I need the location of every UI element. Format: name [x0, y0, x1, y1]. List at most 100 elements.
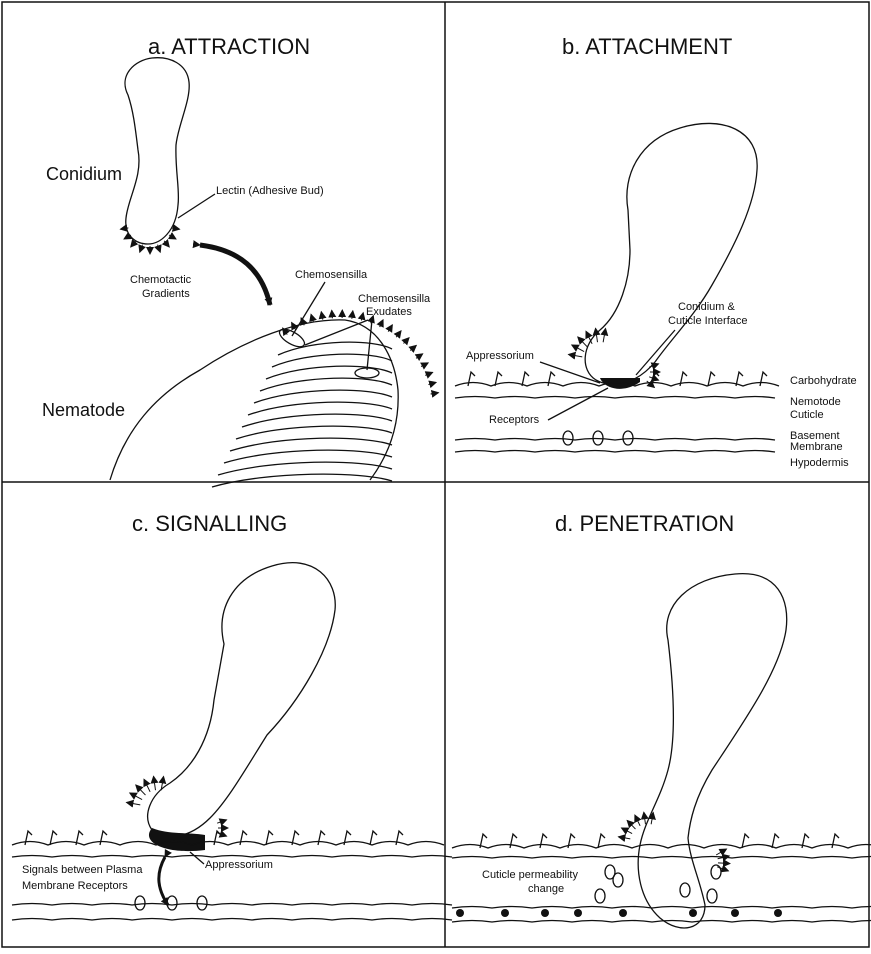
signals-label-1: Signals between Plasma — [22, 864, 143, 876]
cuticle-layer — [455, 397, 775, 399]
adhesive-rays-c — [126, 776, 228, 836]
adhesive-ray — [718, 863, 730, 864]
membrane-dot — [689, 909, 697, 917]
panel-d: d. PENETRATION Cuticle permeability chan… — [452, 511, 871, 928]
nematode-ring — [236, 426, 392, 439]
cuticle-layer — [12, 856, 452, 858]
interface-label-2: Cuticle Interface — [668, 315, 747, 327]
conidium-shape — [125, 58, 189, 244]
chemotactic-arrow — [200, 245, 270, 305]
carbohydrate-spike — [736, 372, 743, 386]
nematode-body — [110, 320, 398, 487]
adhesive-ray — [635, 815, 640, 826]
receptor-oval — [613, 873, 623, 887]
membrane-dot — [501, 909, 509, 917]
adhesive-ray — [416, 354, 423, 358]
adhesive-ray — [716, 849, 726, 855]
conidium-d-shape — [638, 574, 787, 928]
adhesive-ray — [586, 331, 592, 344]
cuticle-label-1: Nemotode — [790, 396, 841, 408]
adhesive-ray — [311, 314, 313, 322]
appressorium-c-leader — [190, 852, 204, 864]
receptor-oval — [167, 896, 177, 910]
exudates-leader-1 — [305, 320, 368, 345]
receptor-oval — [707, 889, 717, 903]
adhesive-ray — [568, 354, 582, 356]
membrane-dot — [574, 909, 582, 917]
adhesive-ray — [126, 802, 140, 804]
carbohydrate-surface — [452, 845, 871, 849]
appressorium-b-label: Appressorium — [466, 350, 534, 362]
adhesive-ray — [596, 328, 598, 342]
nematode-ring — [218, 462, 392, 475]
adhesive-ray — [144, 779, 150, 792]
nematode-ring — [224, 450, 392, 463]
signals-label-2: Membrane Receptors — [22, 880, 128, 892]
adhesive-ray — [140, 245, 143, 253]
chemosensilla-label: Chemosensilla — [295, 269, 368, 281]
carbohydrate-spike — [760, 372, 767, 386]
permeability-label-1: Cuticle permeability — [482, 869, 578, 881]
exudates-leader-2 — [367, 320, 372, 370]
carbohydrate-spike — [100, 831, 107, 845]
permeability-label-2: change — [528, 883, 564, 895]
adhesive-ray — [572, 345, 584, 352]
receptor-oval — [595, 889, 605, 903]
adhesive-bud-rays — [120, 228, 179, 254]
nematode-ring — [254, 390, 392, 403]
adhesive-ray — [627, 820, 635, 829]
receptors-label: Receptors — [489, 414, 540, 426]
chemotactic-label-2: Gradients — [142, 288, 190, 300]
interface-label-1: Conidium & — [678, 301, 736, 313]
adhesive-ray — [169, 235, 176, 239]
nematode-ring — [272, 354, 392, 367]
panel-a: a. ATTRACTION Conidium Lectin (Adhesive … — [42, 34, 438, 487]
nematode-label: Nematode — [42, 400, 125, 420]
nematode-ring — [242, 414, 392, 427]
carbohydrate-spike — [344, 831, 351, 845]
hypodermis-label: Hypodermis — [790, 457, 849, 469]
adhesive-ray — [380, 320, 383, 327]
interface-leader — [636, 330, 675, 375]
appressorium-c — [149, 828, 205, 851]
adhesive-ray — [428, 382, 436, 384]
cuticle-layer — [12, 904, 452, 906]
lectin-leader — [178, 194, 215, 218]
adhesive-ray — [332, 310, 333, 318]
carbohydrate-spike — [522, 372, 529, 386]
adhesive-ray — [717, 867, 728, 871]
adhesive-ray — [124, 235, 131, 239]
exudates-label-1: Chemosensilla — [358, 293, 431, 305]
nematode-ring — [278, 342, 392, 355]
receptor-oval — [680, 883, 690, 897]
exudates-label-2: Exudates — [366, 306, 412, 318]
adhesive-ray — [410, 345, 416, 350]
carbohydrate-label: Carbohydrate — [790, 375, 857, 387]
adhesive-ray — [603, 328, 605, 342]
carbohydrate-spike — [370, 831, 377, 845]
signal-arrow — [159, 857, 168, 905]
carbohydrate-spike — [772, 834, 779, 848]
adhesive-ray — [130, 793, 142, 800]
adhesive-ray — [361, 313, 363, 321]
chemosensilla-organ — [277, 326, 307, 350]
cuticle-layer — [452, 857, 871, 859]
adhesive-ray — [644, 812, 646, 824]
panel-b-title: b. ATTACHMENT — [562, 34, 732, 59]
carbohydrate-spike — [540, 834, 547, 848]
carbohydrate-spike — [832, 834, 839, 848]
membrane-dot — [731, 909, 739, 917]
cuticle-layer — [455, 439, 775, 441]
chemosensilla-leader — [292, 282, 325, 336]
appressorium-c-label: Appressorium — [205, 859, 273, 871]
adhesive-ray — [154, 776, 156, 790]
adhesive-ray — [321, 312, 322, 320]
adhesive-ray — [388, 325, 392, 332]
nematode-ring — [230, 438, 392, 451]
adhesive-ray — [158, 245, 161, 253]
carbohydrate-spike — [318, 831, 325, 845]
chemotactic-label-1: Chemotactic — [130, 274, 192, 286]
nematode-ring — [212, 474, 392, 487]
